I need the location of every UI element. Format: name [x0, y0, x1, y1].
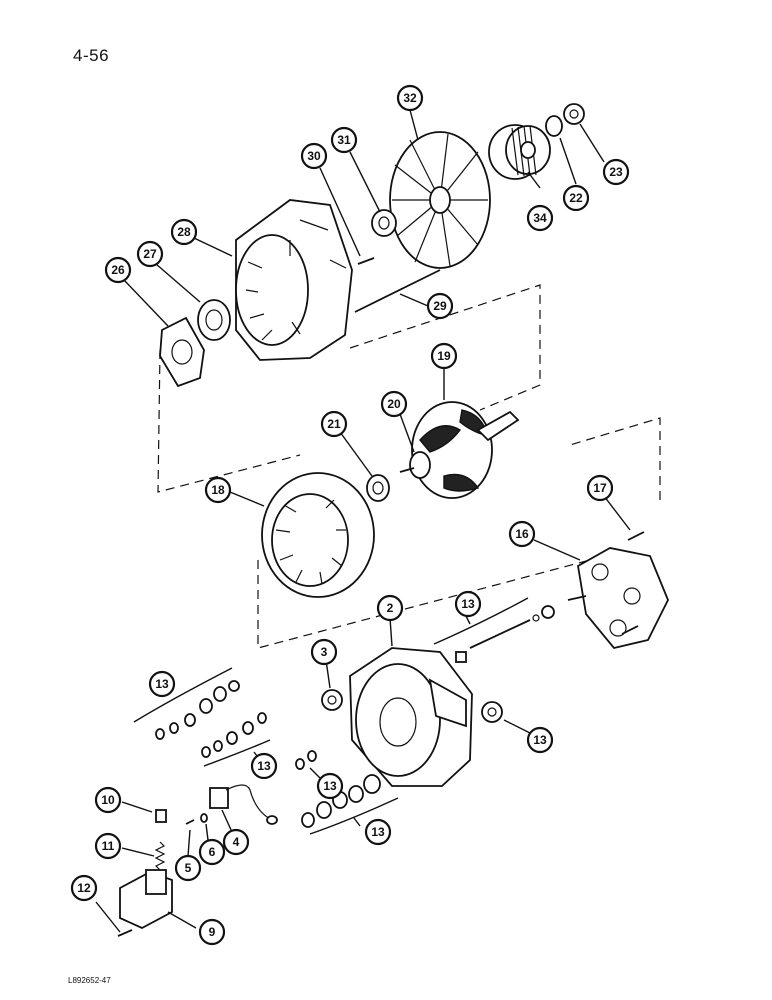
svg-text:31: 31: [337, 133, 351, 147]
svg-text:22: 22: [569, 191, 583, 205]
bearing-31-part: [371, 209, 397, 237]
bearing-27-part: [197, 299, 231, 341]
svg-text:13: 13: [155, 677, 169, 691]
svg-text:11: 11: [102, 839, 115, 853]
svg-text:13: 13: [323, 779, 337, 793]
callout-23: 23: [602, 158, 630, 186]
callout-13-terminal: 13: [454, 590, 482, 618]
callout-29: 29: [426, 292, 454, 320]
assembly-guide-upper: [157, 284, 541, 493]
callout-13-bushing: 13: [526, 726, 554, 754]
brush-holder-part: [119, 869, 173, 930]
callout-10: 10: [94, 786, 122, 814]
screw-17-part: [627, 531, 645, 541]
pulley-part: [488, 124, 551, 180]
svg-text:18: 18: [211, 483, 225, 497]
callout-27: 27: [136, 240, 164, 268]
svg-text:26: 26: [111, 263, 125, 277]
rectifier-plate-part: [567, 547, 669, 650]
svg-text:23: 23: [609, 165, 623, 179]
callout-13-lower-stack: 13: [364, 818, 392, 846]
callout-13-middle-stack: 13: [250, 752, 278, 780]
callout-31: 31: [330, 126, 358, 154]
drive-end-housing-part: [235, 199, 353, 361]
fan-part: [389, 131, 491, 269]
callout-20: 20: [380, 390, 408, 418]
callout-12: 12: [70, 874, 98, 902]
callout-19: 19: [430, 342, 458, 370]
stator-part: [261, 472, 375, 598]
svg-text:9: 9: [209, 925, 216, 939]
washer-22-part: [545, 115, 563, 137]
callout-18: 18: [204, 476, 232, 504]
nut-pair-part: [295, 750, 317, 770]
callout-2: 2: [376, 594, 404, 622]
capacitor-part: [209, 784, 278, 825]
callout-5: 5: [174, 854, 202, 882]
callout-17: 17: [586, 474, 614, 502]
through-bolt-part: [354, 269, 441, 313]
svg-text:6: 6: [209, 845, 216, 859]
svg-text:3: 3: [321, 645, 328, 659]
svg-text:4: 4: [233, 835, 240, 849]
screw-5-part: [185, 819, 195, 825]
svg-text:28: 28: [177, 225, 191, 239]
svg-text:34: 34: [533, 211, 547, 225]
page-number: 4-56: [73, 46, 110, 65]
washer-stack-left-part: [155, 680, 240, 740]
svg-text:10: 10: [101, 793, 115, 807]
svg-text:13: 13: [461, 597, 475, 611]
bushing-3-part: [321, 689, 343, 711]
svg-text:21: 21: [327, 417, 341, 431]
svg-text:13: 13: [371, 825, 385, 839]
terminal-hardware-part: [455, 605, 555, 663]
washer-6-part: [200, 813, 208, 823]
bearing-21-part: [366, 474, 390, 502]
svg-text:27: 27: [143, 247, 157, 261]
callout-11: 11: [94, 832, 122, 860]
callout-26: 26: [104, 256, 132, 284]
callout-16: 16: [508, 520, 536, 548]
figure-code: L892652-47: [68, 976, 111, 985]
callout-6: 6: [198, 838, 226, 866]
svg-text:13: 13: [257, 759, 271, 773]
bushing-13-part: [481, 701, 503, 723]
svg-text:12: 12: [77, 881, 91, 895]
callout-22: 22: [562, 184, 590, 212]
svg-text:32: 32: [403, 91, 417, 105]
screw-12-part: [117, 929, 133, 937]
nut-23-part: [563, 103, 585, 125]
svg-text:19: 19: [437, 349, 451, 363]
callout-21: 21: [320, 410, 348, 438]
slip-ring-end-housing-part: [349, 647, 473, 787]
svg-text:29: 29: [433, 299, 447, 313]
callout-30: 30: [300, 142, 328, 170]
washer-stack-lower-part: [301, 774, 381, 828]
retainer-plate-part: [159, 316, 205, 388]
svg-text:20: 20: [387, 397, 401, 411]
brush-part: [155, 809, 167, 823]
callout-13-nut-pair: 13: [316, 772, 344, 800]
svg-text:16: 16: [515, 527, 529, 541]
callout-4: 4: [222, 828, 250, 856]
callout-28: 28: [170, 218, 198, 246]
svg-text:5: 5: [185, 861, 192, 875]
assembly-guide-lower: [257, 417, 661, 649]
callout-3: 3: [310, 638, 338, 666]
callout-34: 34: [526, 204, 554, 232]
callout-13-left-stack: 13: [148, 670, 176, 698]
svg-text:2: 2: [387, 601, 394, 615]
spring-part: [154, 841, 166, 871]
callout-32: 32: [396, 84, 424, 112]
svg-text:13: 13: [533, 733, 547, 747]
washer-stack-middle-part: [201, 712, 267, 758]
svg-text:17: 17: [593, 481, 607, 495]
screw-30-part: [357, 257, 375, 265]
callout-9: 9: [198, 918, 226, 946]
svg-text:30: 30: [307, 149, 321, 163]
leader-lines: [95, 109, 631, 933]
rotor-part: [399, 401, 520, 499]
